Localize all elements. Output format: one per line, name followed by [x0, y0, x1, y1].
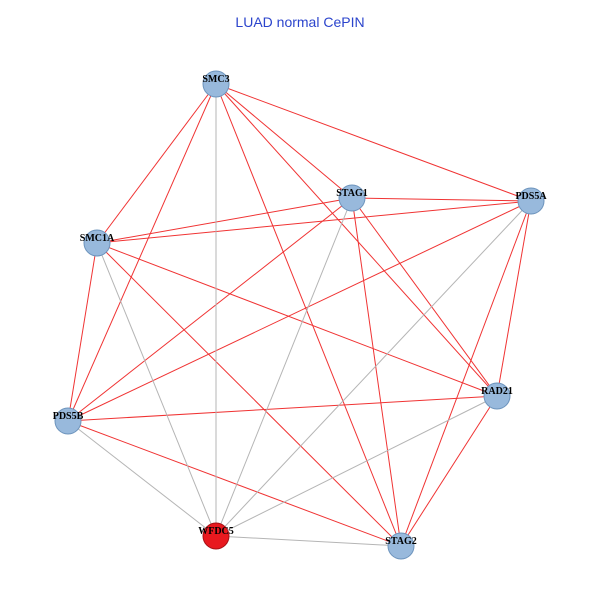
- edge-WFDC5-STAG2: [215, 535, 402, 547]
- edge-SMC3-PDS5B: [67, 83, 217, 422]
- edge-PDS5B-RAD21: [67, 395, 498, 422]
- chart-title: LUAD normal CePIN: [235, 14, 364, 30]
- edge-SMC3-STAG1: [215, 83, 353, 199]
- node-SMC1A[interactable]: SMC1A: [80, 229, 115, 257]
- edge-SMC3-RAD21: [215, 83, 498, 397]
- edge-SMC1A-STAG2: [96, 242, 402, 547]
- edge-PDS5A-PDS5B: [67, 200, 532, 422]
- highlighted-node-circle-WFDC5[interactable]: [202, 522, 230, 550]
- edge-SMC1A-RAD21: [96, 242, 498, 397]
- edge-WFDC5-PDS5B: [67, 420, 217, 537]
- edge-SMC3-PDS5A: [215, 83, 532, 202]
- edge-STAG1-RAD21: [351, 197, 498, 397]
- node-circle-RAD21[interactable]: [483, 382, 511, 410]
- edge-STAG1-PDS5B: [67, 197, 353, 422]
- edge-WFDC5-PDS5A: [215, 200, 532, 537]
- edge-PDS5A-SMC1A: [96, 200, 532, 244]
- node-circle-SMC1A[interactable]: [83, 229, 111, 257]
- edge-STAG1-STAG2: [351, 197, 402, 547]
- node-circle-SMC3[interactable]: [202, 70, 230, 98]
- edges-layer: [67, 83, 532, 547]
- node-PDS5A[interactable]: PDS5A: [515, 187, 547, 215]
- edge-WFDC5-SMC1A: [96, 242, 217, 537]
- edge-SMC3-STAG2: [215, 83, 402, 547]
- edge-PDS5B-STAG2: [67, 420, 402, 547]
- edge-RAD21-STAG2: [400, 395, 498, 547]
- edge-PDS5A-RAD21: [496, 200, 532, 397]
- node-circle-STAG1[interactable]: [338, 184, 366, 212]
- edge-STAG1-SMC1A: [96, 197, 353, 244]
- node-SMC3[interactable]: SMC3: [202, 70, 230, 98]
- edge-STAG1-PDS5A: [351, 197, 532, 202]
- edge-SMC3-SMC1A: [96, 83, 217, 244]
- edge-SMC1A-PDS5B: [67, 242, 98, 422]
- node-circle-PDS5B[interactable]: [54, 407, 82, 435]
- edge-WFDC5-STAG1: [215, 197, 353, 537]
- edge-PDS5A-STAG2: [400, 200, 532, 547]
- edge-WFDC5-RAD21: [215, 395, 498, 537]
- node-circle-PDS5A[interactable]: [517, 187, 545, 215]
- node-circle-STAG2[interactable]: [387, 532, 415, 560]
- node-STAG2[interactable]: STAG2: [385, 532, 417, 560]
- node-RAD21[interactable]: RAD21: [481, 382, 513, 410]
